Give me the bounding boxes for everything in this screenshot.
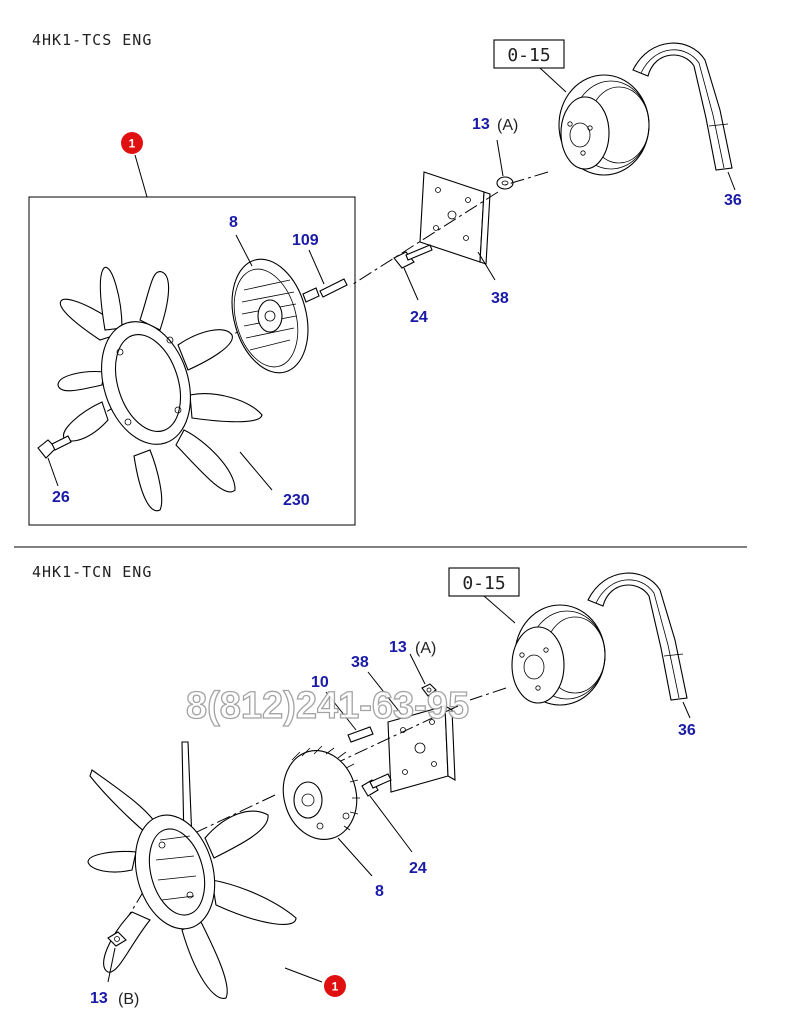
fan-bottom[interactable] bbox=[87, 741, 297, 999]
leader-38-bottom bbox=[367, 671, 403, 716]
marker-1-top-label: 1 bbox=[129, 137, 136, 151]
callout-13a-suffix-top: (A) bbox=[497, 117, 518, 134]
leader-8-top bbox=[235, 234, 253, 267]
callout-13a-suffix-bottom: (A) bbox=[415, 640, 436, 657]
fan-clutch-8-bottom[interactable] bbox=[274, 742, 367, 848]
marker-1-bottom[interactable]: 1 bbox=[324, 975, 346, 997]
ref-box-bottom[interactable]: 0-15 bbox=[448, 567, 520, 597]
bolt-26-top[interactable] bbox=[37, 435, 72, 459]
fan-clutch-8-top[interactable] bbox=[220, 251, 320, 382]
washer-13a-top[interactable] bbox=[496, 176, 514, 190]
leader-36-top bbox=[727, 171, 736, 191]
bolt-24-bottom[interactable] bbox=[361, 773, 392, 797]
plate-38-top[interactable] bbox=[419, 171, 491, 265]
leader-13a-top bbox=[496, 139, 504, 177]
washer-13a-bottom[interactable] bbox=[421, 683, 437, 697]
fan-top[interactable] bbox=[57, 267, 263, 512]
callout-36-top: 36 bbox=[724, 192, 742, 209]
bolt-24-top[interactable] bbox=[393, 244, 433, 269]
callout-38-top: 38 bbox=[491, 290, 509, 307]
callout-8-bottom: 8 bbox=[375, 883, 384, 900]
leader-10-bottom bbox=[325, 691, 357, 731]
callout-13b-suffix-bottom: (B) bbox=[118, 991, 139, 1008]
callout-8-top: 8 bbox=[229, 214, 238, 231]
leader-13a-bottom bbox=[409, 653, 426, 685]
callout-13a-bottom: 13 bbox=[389, 639, 407, 656]
detail-box-top bbox=[28, 196, 356, 526]
belt-top[interactable] bbox=[632, 42, 733, 171]
leader-marker-top bbox=[134, 154, 148, 198]
leader-230-top bbox=[239, 451, 273, 491]
section-top: 4HK1-TCS ENG 0-15 bbox=[28, 31, 742, 526]
ref-box-top-label: 0-15 bbox=[507, 45, 550, 66]
callout-26-top: 26 bbox=[52, 489, 70, 506]
engine-label-top: 4HK1-TCS ENG bbox=[32, 31, 152, 49]
callout-230-top: 230 bbox=[283, 492, 310, 509]
leader-36-bottom bbox=[682, 701, 691, 719]
leader-109-top bbox=[308, 249, 325, 285]
phone-watermark: 8(812)241-63-95 bbox=[186, 685, 469, 727]
callout-10-bottom: 10 bbox=[311, 674, 329, 691]
callout-36-bottom: 36 bbox=[678, 722, 696, 739]
callout-13b-bottom: 13 bbox=[90, 990, 108, 1007]
center-line-bottom bbox=[119, 687, 507, 931]
leader-13b-bottom bbox=[107, 947, 116, 983]
leader-24-top bbox=[403, 267, 419, 301]
leader-24-bottom bbox=[369, 795, 413, 853]
leader-ref-bottom bbox=[483, 595, 516, 624]
marker-1-top[interactable]: 1 bbox=[121, 132, 143, 154]
plate-38-bottom[interactable] bbox=[387, 705, 456, 793]
pulley-bottom[interactable] bbox=[511, 604, 606, 706]
stud-109-top[interactable] bbox=[302, 278, 348, 303]
callout-24-top: 24 bbox=[410, 309, 428, 326]
callout-38-bottom: 38 bbox=[351, 654, 369, 671]
marker-1-bottom-label: 1 bbox=[332, 980, 339, 994]
leader-8-bottom bbox=[337, 837, 373, 877]
leader-marker-bottom bbox=[284, 967, 323, 983]
callout-109-top: 109 bbox=[292, 232, 319, 249]
callout-13a-top: 13 bbox=[472, 116, 490, 133]
ref-box-bottom-label: 0-15 bbox=[462, 573, 505, 594]
ref-box-top[interactable]: 0-15 bbox=[493, 39, 565, 69]
leader-ref-top bbox=[539, 67, 567, 93]
callout-24-bottom: 24 bbox=[409, 860, 427, 877]
pulley-top[interactable] bbox=[558, 74, 650, 176]
nut-13b-bottom[interactable] bbox=[107, 931, 127, 947]
engine-label-bottom: 4HK1-TCN ENG bbox=[32, 563, 152, 581]
belt-bottom[interactable] bbox=[587, 572, 688, 701]
leader-38-top bbox=[477, 251, 496, 281]
stud-10-bottom[interactable] bbox=[347, 726, 374, 743]
leader-26-top bbox=[47, 457, 59, 487]
section-bottom: 4HK1-TCN ENG 0-15 bbox=[32, 563, 696, 1008]
